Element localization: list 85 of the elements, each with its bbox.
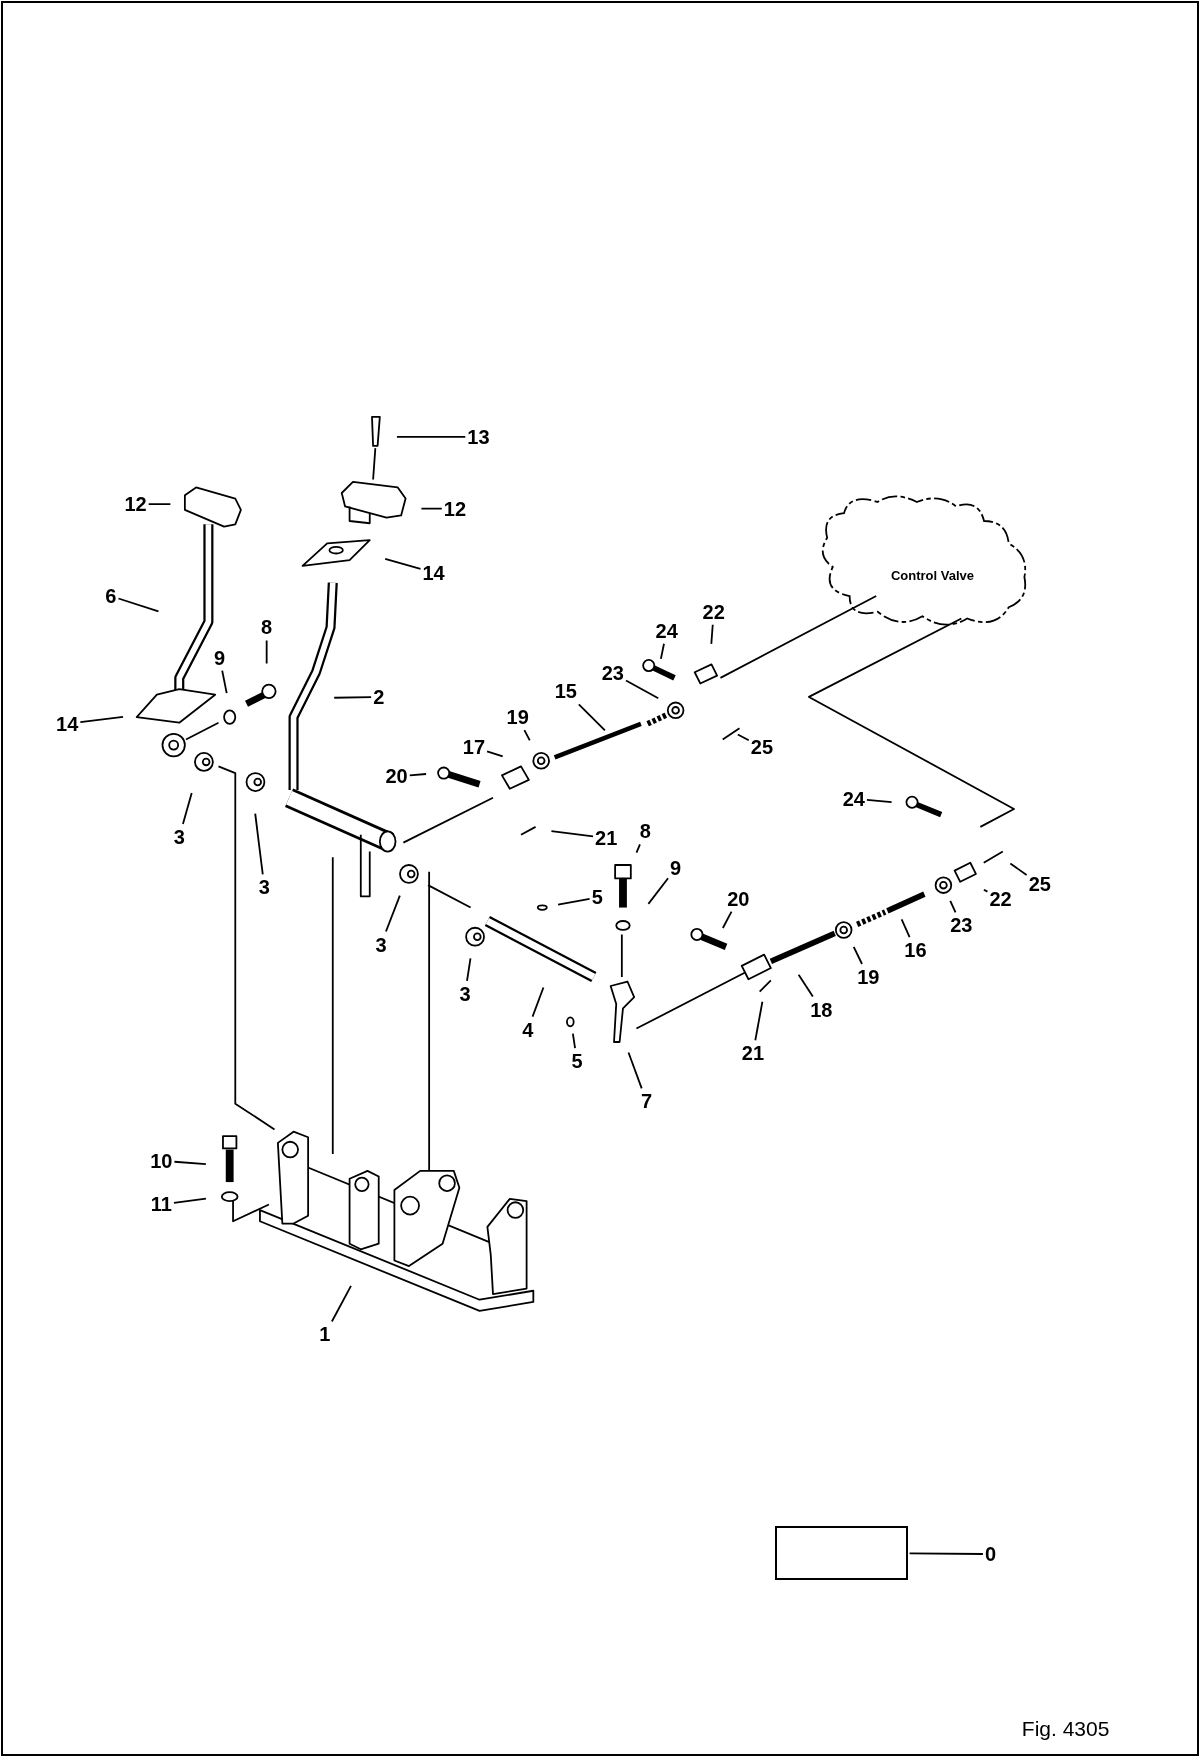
leader-line [852, 946, 863, 965]
callout-number: 23 [950, 914, 973, 937]
leader-line [710, 623, 714, 645]
leader-line [147, 503, 172, 506]
callout-number: 10 [150, 1149, 173, 1172]
leader-line [466, 957, 472, 982]
leader-line [1009, 862, 1028, 876]
leader-line [523, 729, 531, 742]
leader-line [627, 1051, 643, 1090]
leader-line [949, 899, 957, 914]
callout-number: 3 [375, 933, 387, 956]
callout-number: 0 [984, 1543, 997, 1566]
callout-number: 24 [655, 619, 678, 642]
leader-line [557, 897, 591, 906]
callout-number: 12 [443, 497, 466, 520]
callout-number: 3 [258, 876, 270, 899]
leader-line [408, 773, 427, 777]
leader-line [173, 1197, 207, 1204]
leader-line [900, 918, 911, 939]
leader-line [754, 1000, 764, 1042]
leader-line [908, 1552, 984, 1555]
leader-line [254, 812, 264, 876]
callout-number: 16 [904, 939, 927, 962]
callout-number: 19 [506, 706, 529, 729]
callout-number: 14 [56, 712, 79, 735]
callout-number: 19 [857, 966, 880, 988]
leader-line [333, 696, 373, 699]
leader-line [550, 830, 594, 838]
leader-line [866, 799, 893, 803]
leader-line [721, 910, 733, 929]
leader-line [265, 639, 268, 665]
leader-line [635, 843, 641, 854]
leader-line [396, 436, 467, 438]
blank-reference-frame [775, 1526, 908, 1580]
leader-line [117, 597, 160, 613]
leader-line [384, 558, 422, 570]
callout-number: 12 [124, 493, 147, 516]
leader-line [331, 1284, 352, 1323]
callout-number: 3 [173, 825, 185, 848]
leader-line [577, 703, 606, 732]
callout-number: 2 [373, 685, 385, 708]
callout-number: 25 [750, 736, 773, 759]
callout-number: 7 [640, 1090, 653, 1113]
callout-number: 24 [842, 787, 865, 810]
callout-number: 5 [571, 1050, 583, 1073]
leader-line [221, 669, 228, 695]
callout-number: 6 [105, 585, 117, 608]
leader-line [173, 1160, 207, 1165]
callout-number: 5 [591, 886, 603, 909]
callout-number: 23 [601, 662, 624, 685]
leader-line [385, 894, 401, 933]
callout-number: 20 [385, 765, 408, 788]
callout-number: 8 [261, 616, 273, 639]
leader-line [486, 750, 504, 758]
valve-label: Control Valve [890, 567, 974, 583]
leader-line [182, 792, 193, 825]
leader-line [625, 679, 660, 700]
leader-line [79, 715, 124, 724]
callout-number: 22 [702, 600, 725, 623]
leader-line [531, 986, 545, 1018]
callout-number: 9 [670, 857, 682, 880]
callout-number: 11 [150, 1193, 172, 1216]
callout-number: 17 [462, 736, 486, 759]
callout-number: 13 [467, 425, 490, 448]
callout-number: 21 [595, 827, 618, 850]
leader-line [983, 888, 989, 893]
callout-number: 3 [459, 982, 471, 1005]
leader-line [647, 877, 669, 905]
callout-number: 20 [727, 887, 750, 910]
callout-number: 22 [989, 887, 1012, 910]
leader-line [572, 1032, 576, 1049]
callout-number: 8 [639, 820, 651, 843]
callout-number: 9 [214, 646, 226, 669]
callout-number: 14 [422, 561, 445, 584]
leader-line [797, 973, 814, 998]
callout-number: 18 [810, 998, 833, 1021]
callout-number: 15 [554, 680, 577, 703]
leader-line [736, 733, 750, 742]
leader-line [420, 507, 443, 510]
callout-number: 4 [522, 1018, 534, 1041]
callout-number: 21 [741, 1042, 765, 1065]
leader-line [660, 642, 665, 660]
figure-number: Fig. 4305 [1021, 1716, 1110, 1741]
callout-number: 1 [319, 1323, 331, 1346]
callout-number: 25 [1028, 873, 1051, 896]
